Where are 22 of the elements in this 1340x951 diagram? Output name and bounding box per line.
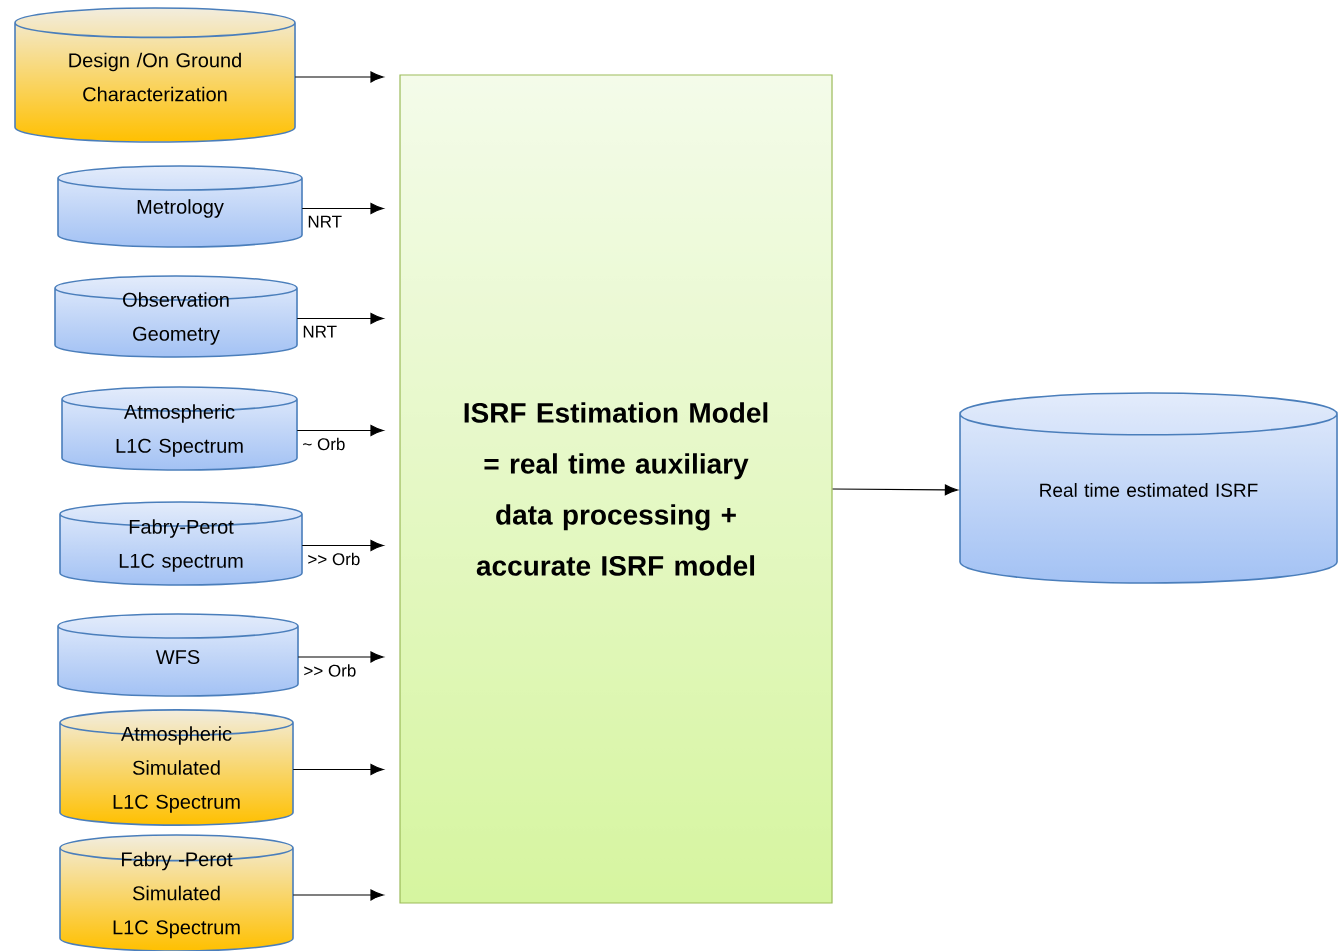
database-cylinder: Observation Geometry (54, 275, 298, 358)
arrow (292, 889, 384, 901)
database-cylinder: Real time estimated ISRF (959, 392, 1338, 584)
database-cylinder: Metrology (57, 165, 303, 248)
arrow (296, 424, 384, 436)
edge-label: >> Orb (304, 664, 356, 677)
arrow (301, 202, 384, 214)
database-cylinder: Fabry-Perot L1C spectrum (59, 501, 303, 586)
database-cylinder: WFS (57, 613, 299, 697)
arrow (301, 540, 384, 551)
database-cylinder: Atmospheric L1C Spectrum (61, 386, 298, 471)
edge-label: ~ Orb (303, 437, 345, 451)
edge-label: NRT (308, 215, 342, 228)
edge-label: NRT (303, 325, 337, 338)
arrow (294, 71, 384, 83)
edge-label: >> Orb (308, 552, 360, 566)
arrow (297, 651, 384, 663)
process-box: ISRF Estimation Model = real time auxiliary data processing + accurate ISRF model (399, 74, 833, 904)
arrow (292, 764, 384, 775)
arrow (296, 312, 384, 324)
database-cylinder: Design /On Ground Characterization (14, 7, 296, 143)
arrow (832, 484, 959, 496)
